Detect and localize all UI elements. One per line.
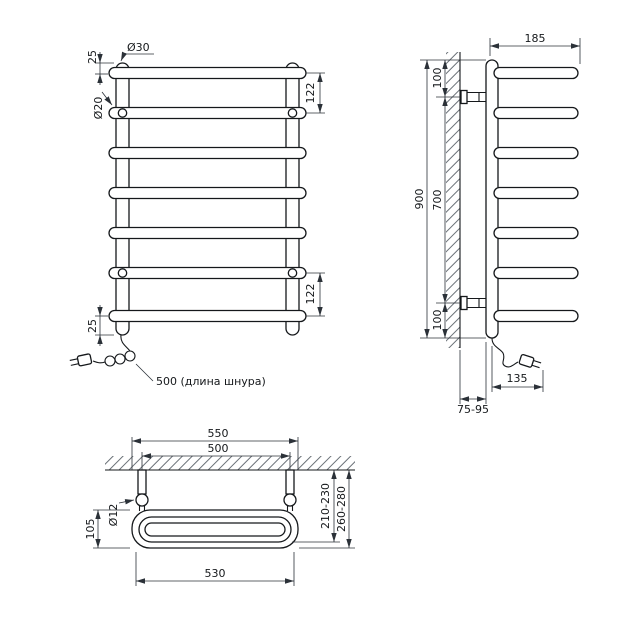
wall-bracket-bottom — [460, 295, 486, 311]
dim-depth-mid: 210-230 — [319, 483, 332, 529]
dim-cord-offset: 135 — [507, 372, 528, 385]
side-rail-bars — [493, 66, 579, 323]
dim-bar-diameter: Ø20 — [92, 97, 105, 120]
dim-bar-spacing-top: 122 — [304, 83, 317, 104]
dim-bar-spacing-bottom: 122 — [304, 284, 317, 305]
dim-mounting-spacing: 500 — [208, 442, 229, 455]
bracket-collars — [117, 108, 298, 278]
dim-wall-clearance: 75-95 — [457, 403, 489, 416]
front-view: Ø30 25 Ø20 122 122 — [69, 41, 325, 388]
top-rail-profile — [131, 509, 299, 549]
mounting-bracket-left — [135, 469, 149, 511]
wall-section-top — [105, 456, 355, 471]
power-cord-side — [491, 337, 542, 369]
front-dimensions: Ø30 25 Ø20 122 122 — [86, 41, 325, 346]
dim-bracket-diameter: Ø12 — [107, 504, 120, 527]
dim-tube-diameter: Ø30 — [127, 41, 150, 54]
side-rail-tube — [485, 59, 499, 339]
dim-bottom-bracket-offset: 100 — [431, 310, 444, 331]
side-dimensions: 185 100 700 100 900 135 75-95 — [413, 32, 581, 416]
dim-bottom-offset: 25 — [86, 319, 99, 333]
cord-length-label: 500 (длина шнура) — [156, 375, 266, 388]
dim-bracket-spacing: 700 — [431, 190, 444, 211]
dim-depth-overall: 260-280 — [335, 486, 348, 532]
dim-overall-width: 550 — [208, 427, 229, 440]
rail-bars — [108, 66, 307, 323]
wall-section-side — [446, 52, 461, 348]
side-view: 185 100 700 100 900 135 75-95 — [413, 32, 581, 416]
dim-bottom-width: 530 — [205, 567, 226, 580]
dim-top-bracket-offset: 100 — [431, 68, 444, 89]
power-plug-side-icon — [518, 353, 542, 369]
top-view: 550 500 Ø12 105 210-230 260-280 — [84, 427, 355, 586]
side-rail-profile — [460, 59, 579, 339]
front-rail-ladder — [108, 62, 307, 336]
power-plug-icon — [69, 353, 93, 367]
dim-top-offset: 25 — [86, 50, 99, 64]
dim-overall-height: 900 — [413, 189, 426, 210]
top-dimensions: 550 500 Ø12 105 210-230 260-280 — [84, 427, 355, 586]
power-cord-front: 500 (длина шнура) — [69, 334, 266, 388]
dim-depth: 185 — [525, 32, 546, 45]
dim-rail-depth: 105 — [84, 519, 97, 540]
wall-bracket-top — [460, 89, 486, 105]
mounting-bracket-right — [283, 469, 297, 511]
